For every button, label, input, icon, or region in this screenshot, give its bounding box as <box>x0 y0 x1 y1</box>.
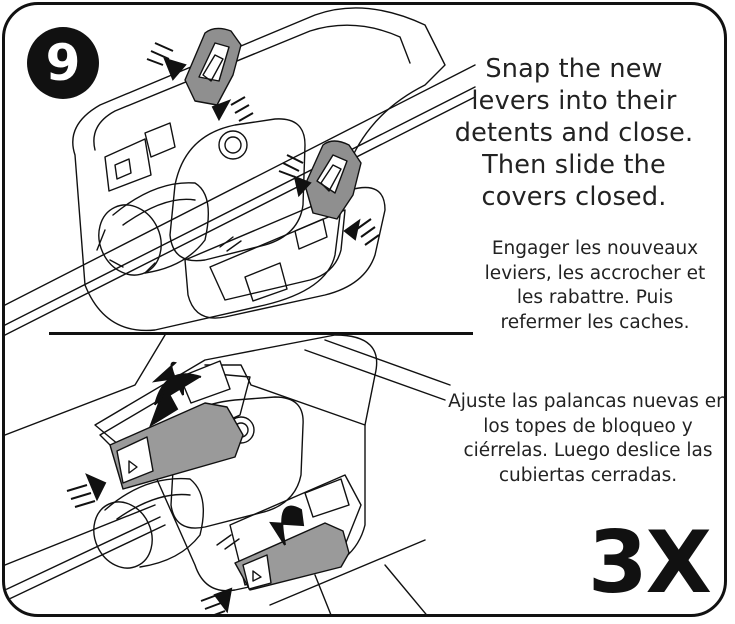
panel-divider <box>49 332 473 335</box>
instruction-card: 9 Snap the new levers into their detents… <box>2 2 727 617</box>
instruction-french: Engager les nouveaux leviers, les accroc… <box>484 238 706 333</box>
mount-illustration <box>5 7 476 614</box>
tray-outline-top <box>72 7 446 332</box>
instruction-spanish: Ajuste las palancas nuevas en los topes … <box>448 391 727 486</box>
repeat-count: 3X <box>587 513 712 613</box>
step-number-badge: 9 <box>27 27 99 99</box>
instruction-english: Snap the new levers into their detents a… <box>454 54 694 212</box>
